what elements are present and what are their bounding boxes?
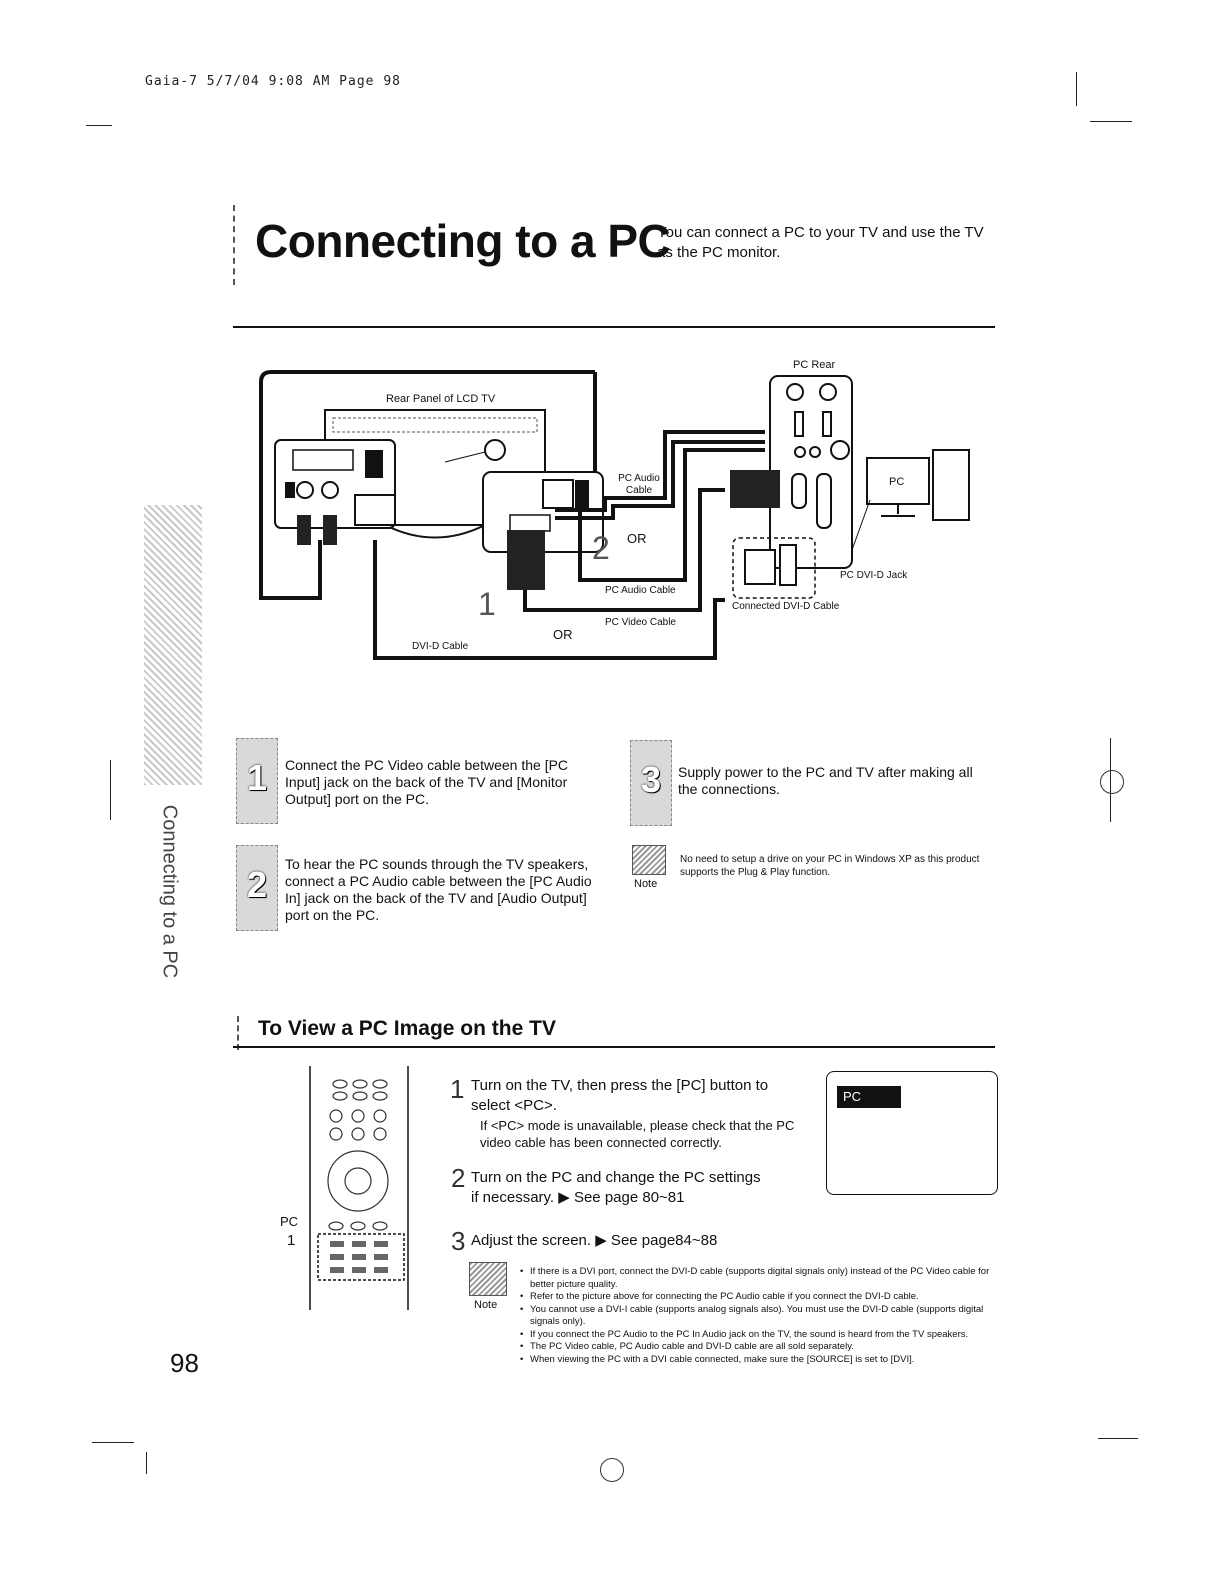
diagram-marker-1: 1 (478, 586, 496, 622)
pc-rear-label: PC Rear (793, 359, 836, 371)
pc-monitor-label: PC (889, 476, 905, 488)
note-icon (632, 845, 666, 875)
view-step-3-number: 3 (451, 1226, 466, 1256)
crop-mark (146, 1452, 147, 1474)
section-rule (233, 1046, 995, 1048)
view-step-2-text: Turn on the PC and change the PC setting… (471, 1169, 761, 1206)
note-item: You cannot use a DVI-I cable (supports a… (520, 1304, 990, 1329)
title-marker (233, 205, 235, 285)
step-3-number: 3 (640, 759, 662, 800)
rear-panel-label: Rear Panel of LCD TV (386, 393, 496, 405)
crop-mark (1090, 121, 1132, 122)
step-3-text: Supply power to the PC and TV after maki… (678, 764, 973, 797)
remote-control-illustration (309, 1066, 409, 1310)
dvi-d-cable-label: DVI-D Cable (412, 641, 469, 652)
view-step-2-number: 2 (451, 1163, 466, 1193)
page-title: Connecting to a PC (255, 215, 671, 267)
pc-dvi-jack-label: PC DVI-D Jack (840, 570, 908, 581)
note-item: Refer to the picture above for connectin… (520, 1291, 990, 1304)
remote-1-label: 1 (287, 1232, 296, 1249)
sidebar-tab: Connecting to a PC (124, 500, 204, 980)
intro-text: You can connect a PC to your TV and use … (657, 224, 984, 261)
section-title: To View a PC Image on the TV (258, 1017, 556, 1040)
view-step-1-subtext: If <PC> mode is unavailable, please chec… (480, 1118, 795, 1150)
screen-source-label: PC (837, 1086, 901, 1108)
step-2-text: To hear the PC sounds through the TV spe… (285, 856, 592, 923)
note-label: Note (634, 878, 658, 890)
notes-list: If there is a DVI port, connect the DVI-… (520, 1266, 990, 1366)
crop-mark (86, 125, 112, 126)
view-step-1-text: Turn on the TV, then press the [PC] butt… (471, 1077, 769, 1114)
tv-screen-preview (826, 1071, 998, 1195)
note-item: When viewing the PC with a DVI cable con… (520, 1354, 990, 1367)
sidebar-vertical-text: Connecting to a PC (158, 804, 181, 979)
crop-mark (1098, 1438, 1138, 1439)
connected-dvi-label: Connected DVI-D Cable (732, 601, 840, 612)
pc-audio-cable-label: PC Audio Cable (618, 473, 660, 496)
or-label-1: OR (627, 531, 647, 546)
print-header: Gaia-7 5/7/04 9:08 AM Page 98 (145, 74, 401, 89)
note-item: If you connect the PC Audio to the PC In… (520, 1329, 990, 1342)
crop-mark (92, 1442, 134, 1443)
connection-diagram (259, 370, 970, 660)
step-1-text: Connect the PC Video cable between the [… (285, 757, 569, 807)
note-label-bottom: Note (474, 1299, 498, 1311)
diagram-marker-2: 2 (592, 530, 610, 566)
step-1-badge: 1 (236, 738, 278, 824)
step-3-badge: 3 (630, 740, 672, 826)
view-step-3-text: Adjust the screen. ▶ See page84~88 (471, 1232, 718, 1249)
pc-audio-cable-label-2: PC Audio Cable (605, 585, 676, 596)
sidebar-pattern (144, 505, 202, 785)
remote-pc-label: PC (280, 1214, 299, 1229)
registration-mark (1100, 770, 1124, 794)
crop-mark (1076, 72, 1077, 106)
section-marker (237, 1016, 239, 1050)
note-text: No need to setup a drive on your PC in W… (680, 854, 980, 878)
step-2-number: 2 (246, 864, 268, 905)
note-item: If there is a DVI port, connect the DVI-… (520, 1266, 990, 1291)
or-label-2: OR (553, 627, 573, 642)
crop-mark (110, 760, 111, 820)
page-number: 98 (170, 1348, 199, 1378)
step-1-number: 1 (246, 757, 268, 798)
step-2-badge: 2 (236, 845, 278, 931)
note-item: The PC Video cable, PC Audio cable and D… (520, 1341, 990, 1354)
title-rule (233, 326, 995, 328)
registration-mark (600, 1458, 624, 1482)
view-step-1-number: 1 (450, 1074, 465, 1104)
pc-video-cable-label: PC Video Cable (605, 617, 676, 628)
note-icon-bottom (469, 1262, 507, 1296)
